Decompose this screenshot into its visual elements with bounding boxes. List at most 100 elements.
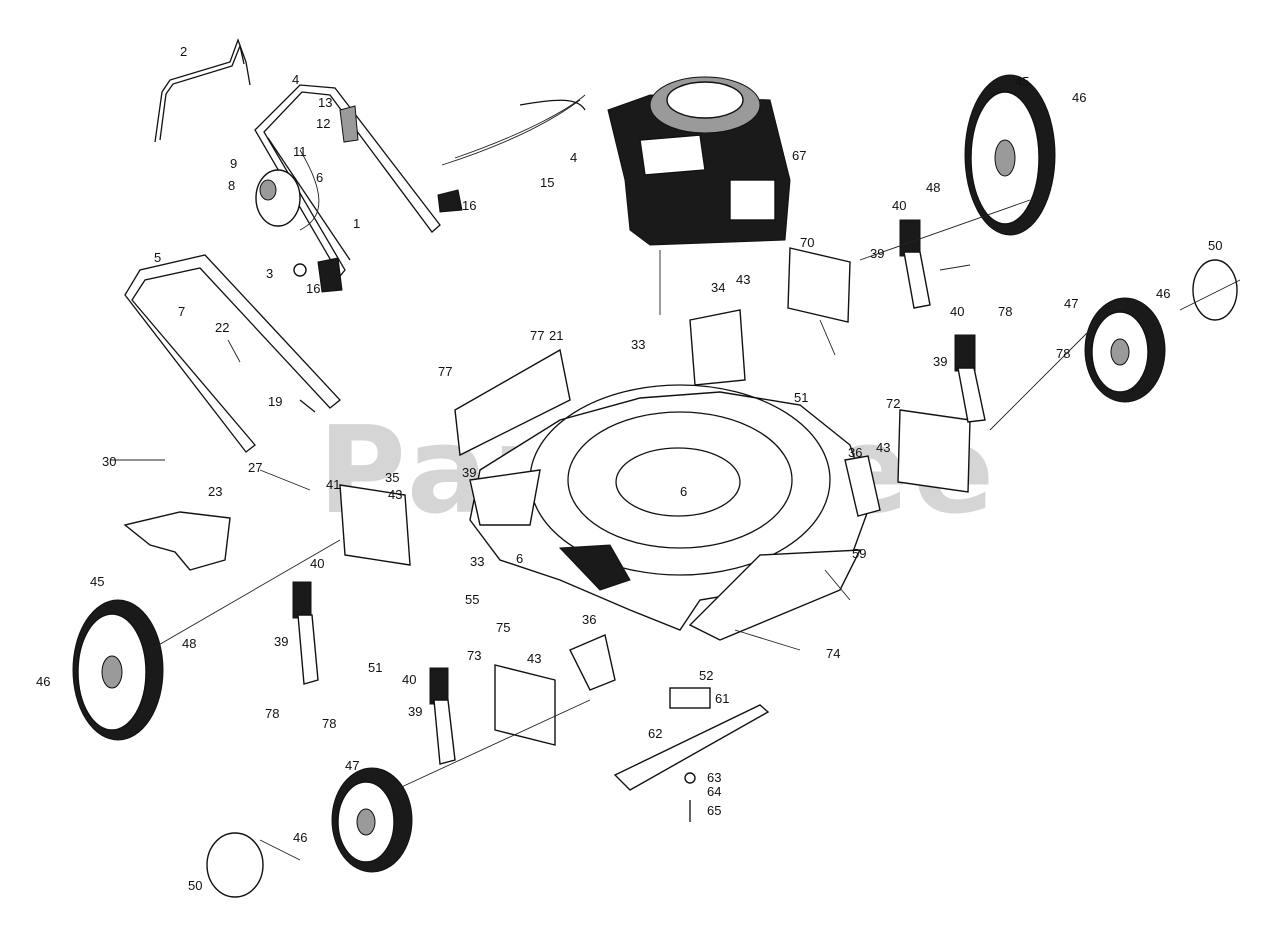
callout-39: 39 (870, 246, 884, 261)
callout-43: 43 (527, 651, 541, 666)
callout-48: 48 (182, 636, 196, 651)
spring-27 (259, 469, 311, 491)
callout-47: 47 (345, 758, 359, 773)
callout-51: 51 (794, 390, 808, 405)
bolt-22 (227, 339, 241, 363)
callout-59: 59 (852, 546, 866, 561)
callout-61: 61 (715, 691, 729, 706)
bail-handle (154, 38, 251, 143)
lower-handle (124, 254, 341, 453)
callout-74: 74 (826, 646, 840, 661)
callout-52: 52 (699, 668, 713, 683)
wheel-45-front-left (72, 599, 164, 741)
callout-6: 6 (316, 170, 323, 185)
callout-4: 4 (570, 150, 577, 165)
callout-22: 22 (215, 320, 229, 335)
callout-12: 12 (316, 116, 330, 131)
leader-lines (149, 199, 1241, 861)
callout-65: 65 (707, 803, 721, 818)
callout-43: 43 (876, 440, 890, 455)
control-cable (299, 149, 320, 231)
callout-21: 21 (549, 328, 563, 343)
callout-45: 45 (1015, 74, 1029, 89)
callout-33: 33 (470, 554, 484, 569)
callout-70: 70 (800, 235, 814, 250)
height-adjuster-right-front (899, 219, 931, 309)
callout-9: 9 (230, 156, 237, 171)
baffle-36-right (844, 455, 881, 517)
callout-27: 27 (248, 460, 262, 475)
callout-labels: 2 4 13 12 11 6 9 8 1 3 16 16 5 7 22 19 3… (36, 44, 1222, 893)
bracket-41 (339, 484, 411, 566)
callout-77: 77 (438, 364, 452, 379)
callout-43: 43 (736, 272, 750, 287)
blade-62 (613, 704, 770, 791)
bracket-13 (339, 105, 359, 143)
bracket-72 (897, 409, 971, 493)
callout-77: 77 (530, 328, 544, 343)
throttle-cable (441, 99, 581, 166)
hubcap-50-right (1192, 259, 1238, 321)
callout-39: 39 (462, 465, 476, 480)
callout-23: 23 (208, 484, 222, 499)
callout-46: 46 (1156, 286, 1170, 301)
knob-3 (293, 263, 307, 277)
callout-41: 41 (326, 477, 340, 492)
callout-15: 15 (540, 175, 554, 190)
clip-19 (299, 399, 316, 413)
callout-8: 8 (228, 178, 235, 193)
callout-39: 39 (408, 704, 422, 719)
callout-16: 16 (462, 198, 476, 213)
washer-63 (684, 772, 696, 784)
deflector-23 (123, 511, 231, 571)
callout-30: 30 (102, 454, 116, 469)
callout-35: 35 (385, 470, 399, 485)
callout-75: 75 (496, 620, 510, 635)
callout-36: 36 (848, 445, 862, 460)
bracket-73 (494, 664, 556, 746)
callout-36: 36 (582, 612, 596, 627)
handle-knob-9 (255, 169, 301, 227)
engine-67 (607, 76, 791, 315)
callout-50: 50 (188, 878, 202, 893)
callout-2: 2 (180, 44, 187, 59)
throttle-cable-b (454, 94, 586, 159)
callout-43: 43 (388, 487, 402, 502)
hubcap-50-left (206, 832, 264, 898)
callout-55: 55 (465, 592, 479, 607)
adapter-61 (669, 687, 711, 709)
cable-clip-16-top (437, 189, 463, 213)
callout-3: 3 (266, 266, 273, 281)
cable-loop (519, 99, 586, 111)
mower-deck (469, 384, 871, 641)
callout-34: 34 (711, 280, 725, 295)
callout-5: 5 (154, 250, 161, 265)
callout-1: 1 (353, 216, 360, 231)
upper-handle (254, 84, 441, 278)
callout-47: 47 (1064, 296, 1078, 311)
rear-flap-21 (454, 348, 571, 457)
height-adjuster-left-rear (429, 667, 456, 765)
callout-48: 48 (926, 180, 940, 195)
callout-16: 16 (306, 281, 320, 296)
wheel-45-front-right (964, 74, 1056, 236)
callout-40: 40 (402, 672, 416, 687)
callout-46: 46 (36, 674, 50, 689)
wheel-47-rear-left (331, 767, 413, 873)
callout-6: 6 (680, 484, 687, 499)
bracket-34 (689, 309, 746, 386)
callout-51: 51 (368, 660, 382, 675)
callout-40: 40 (310, 556, 324, 571)
callout-78: 78 (998, 304, 1012, 319)
callout-33: 33 (631, 337, 645, 352)
callout-78: 78 (322, 716, 336, 731)
callout-50: 50 (1208, 238, 1222, 253)
baffle-36-lower (569, 634, 616, 691)
callout-39: 39 (933, 354, 947, 369)
callout-62: 62 (648, 726, 662, 741)
callout-39: 39 (274, 634, 288, 649)
callout-45: 45 (90, 574, 104, 589)
callout-78: 78 (1056, 346, 1070, 361)
callout-73: 73 (467, 648, 481, 663)
